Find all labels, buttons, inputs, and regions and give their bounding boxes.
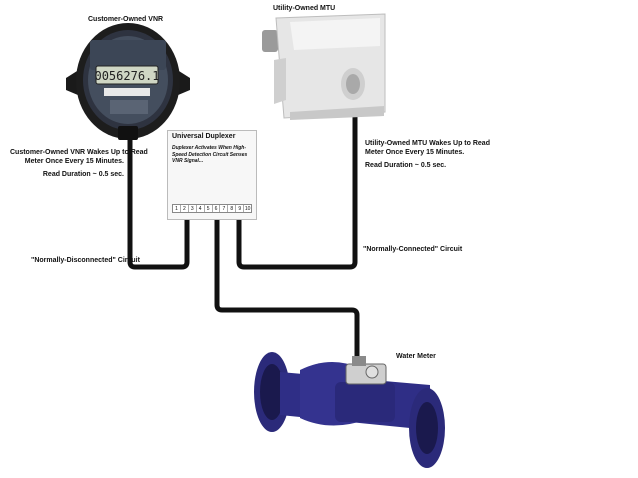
mtu-cable bbox=[236, 109, 358, 270]
vnr-desc-line2: Meter Once Every 15 Minutes. bbox=[24, 158, 124, 166]
terminal: 10 bbox=[244, 206, 251, 212]
duplexer-title: Universal Duplexer bbox=[172, 133, 236, 140]
terminal: 6 bbox=[213, 205, 221, 212]
vnr-description: Customer-Owned VNR Wakes Up to Read Mete… bbox=[10, 148, 148, 167]
terminal: 2 bbox=[181, 205, 189, 212]
terminal: 4 bbox=[197, 205, 205, 212]
vnr-cable bbox=[127, 132, 190, 270]
terminal: 3 bbox=[189, 205, 197, 212]
terminal: 7 bbox=[220, 205, 229, 212]
normally-disconnected-label: "Normally-Disconnected" Circuit bbox=[31, 257, 140, 264]
mtu-description: Utility-Owned MTU Wakes Up to Read Meter… bbox=[365, 139, 490, 158]
terminal-strip: 1 2 3 4 5 6 7 8 9 10 bbox=[172, 204, 252, 213]
terminal: 5 bbox=[205, 205, 213, 212]
duplexer-description: Duplexer Activates When High-Speed Detec… bbox=[172, 145, 248, 164]
vnr-register-icon: 0056276.1 bbox=[66, 23, 190, 140]
meter-cable bbox=[214, 212, 360, 371]
mtu-title: Utility-Owned MTU bbox=[273, 5, 336, 12]
mtu-desc-line2: Meter Once Every 15 Minutes. bbox=[365, 149, 465, 157]
vnr-title: Customer-Owned VNR bbox=[88, 16, 164, 23]
cables bbox=[127, 109, 360, 371]
mtu-desc-line1: Utility-Owned MTU Wakes Up to Read bbox=[365, 140, 490, 147]
terminal: 9 bbox=[236, 205, 245, 212]
terminal: 1 bbox=[173, 205, 181, 212]
normally-connected-label: "Normally-Connected" Circuit bbox=[363, 246, 463, 253]
vnr-desc-line1: Customer-Owned VNR Wakes Up to Read bbox=[10, 149, 148, 156]
mtu-read-duration: Read Duration ~ 0.5 sec. bbox=[365, 162, 447, 169]
water-meter-label: Water Meter bbox=[396, 353, 436, 360]
water-meter-icon bbox=[254, 352, 445, 468]
vnr-read-duration: Read Duration ~ 0.5 sec. bbox=[42, 171, 124, 178]
mtu-transmitter-icon bbox=[262, 13, 386, 120]
terminal: 8 bbox=[228, 205, 237, 212]
vnr-display-text: 0056276.1 bbox=[94, 69, 159, 83]
